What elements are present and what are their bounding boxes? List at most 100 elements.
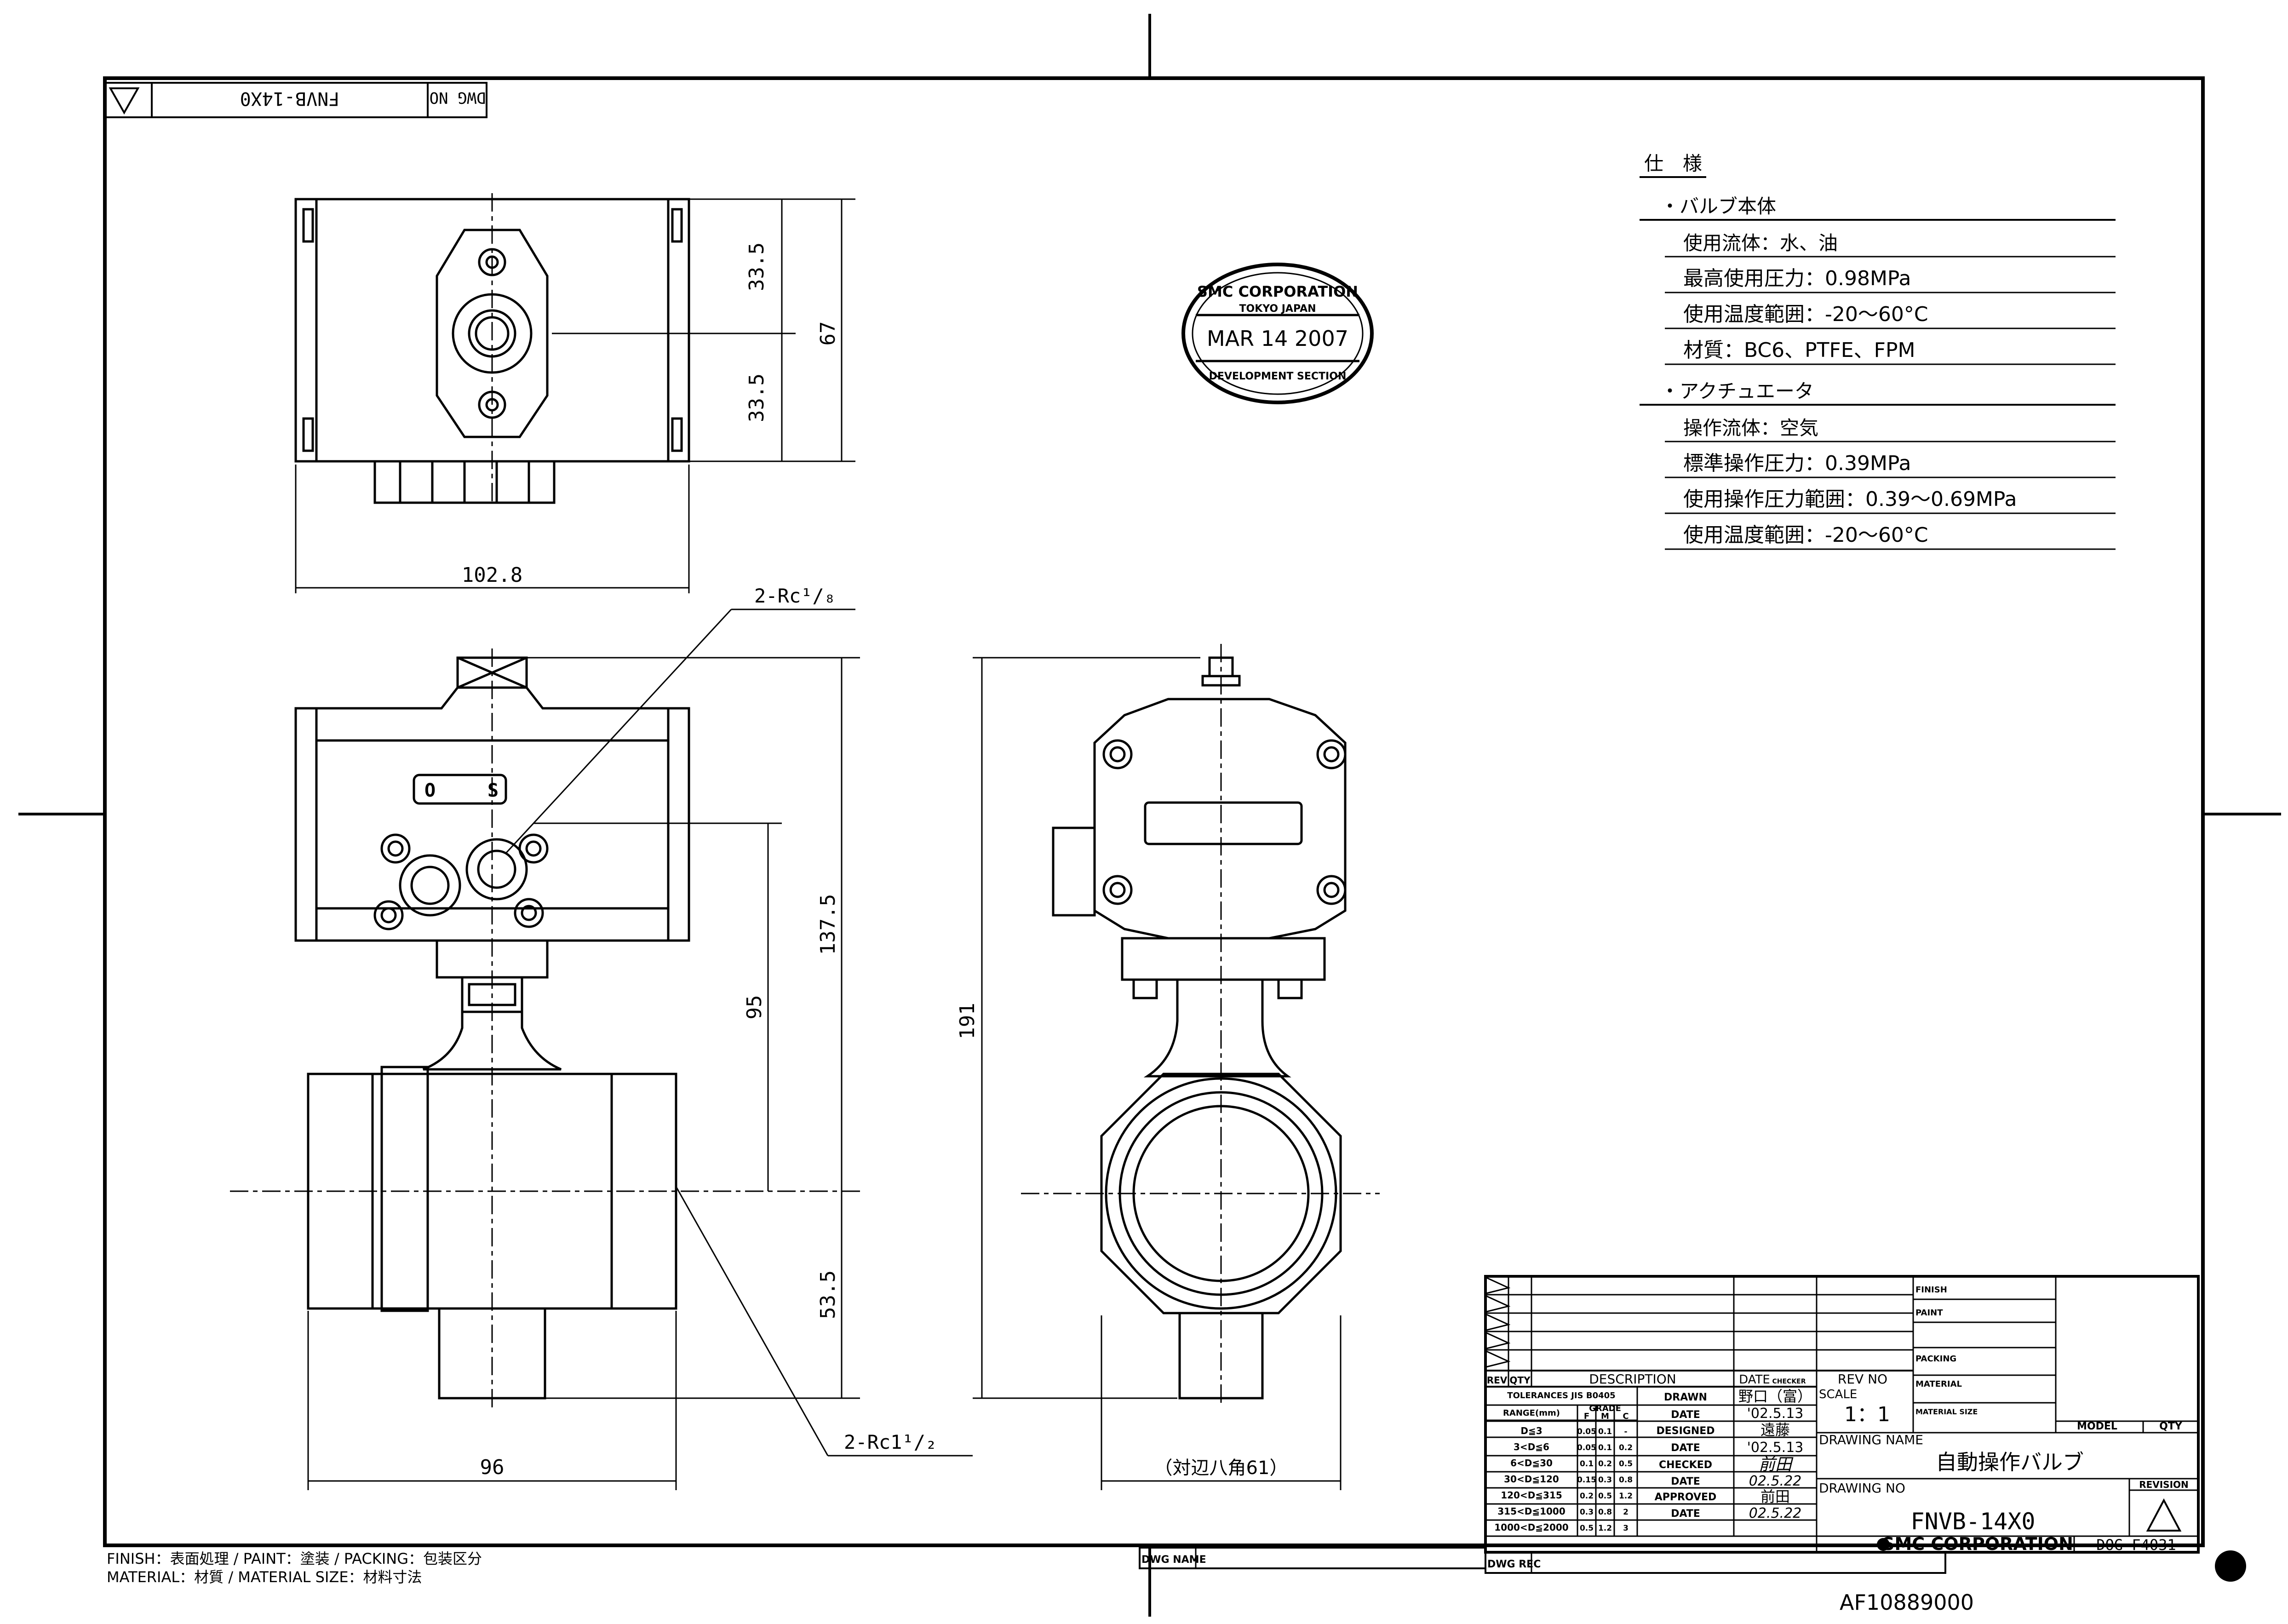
tb-rev: REV <box>1487 1375 1508 1386</box>
tb-grade-col: M <box>1601 1412 1609 1421</box>
tb-paint: PAINT <box>1915 1308 1943 1318</box>
dim-side-hex: （対辺八角61） <box>1154 1458 1288 1479</box>
tol-cell-range: 6<D≦30 <box>1510 1458 1553 1469</box>
tol-cell-c: 0.2 <box>1619 1443 1633 1452</box>
revision-triangle-icon <box>2146 1498 2182 1532</box>
notes-line-1: FINISH：表面処理 / PAINT：塗装 / PACKING：包装区分 <box>107 1550 482 1567</box>
dim-top-height: 67 <box>816 321 840 346</box>
tb-approved-date: 02.5.22 <box>1749 1505 1802 1521</box>
registration-dot-icon <box>2215 1550 2246 1582</box>
tol-cell-f: 0.1 <box>1580 1459 1594 1469</box>
title-block: FINISH PAINT PACKING MATERIAL MATERIAL S… <box>1484 1275 2200 1554</box>
spec-valve-item: 材質：BC6、PTFE、FPM <box>1683 339 1915 362</box>
tol-cell-c: 3 <box>1623 1524 1629 1533</box>
tol-cell-f: 0.5 <box>1580 1524 1594 1533</box>
spec-actuator-header: ・アクチュエータ <box>1660 380 1814 402</box>
footer-code: AF10889000 <box>1840 1590 1974 1615</box>
tol-cell-c: 0.5 <box>1619 1459 1633 1469</box>
tol-cell-c: 2 <box>1623 1508 1629 1517</box>
dwg-no-value: FNVB-14X0 <box>240 88 340 109</box>
stamp-section: DEVELOPMENT SECTION <box>1209 371 1347 382</box>
tol-cell-m: 1.2 <box>1598 1524 1612 1533</box>
tb-approved: APPROVED <box>1655 1492 1717 1503</box>
tb-drawing-no-label: DRAWING NO <box>1819 1481 1905 1496</box>
tb-tolerances: TOLERANCES JIS B0405 <box>1507 1391 1615 1400</box>
spec-block: 仕 様 ・バルブ本体 使用流体：水、油 最高使用圧力：0.98MPa 使用温度範… <box>1640 152 2116 550</box>
smc-logo-icon <box>1877 1538 1890 1551</box>
tol-cell-range: 315<D≦1000 <box>1497 1506 1565 1517</box>
tb-drawing-name: 自動操作バルブ <box>1936 1450 2084 1475</box>
tol-cell-m: 0.5 <box>1598 1492 1612 1501</box>
tb-designed: DESIGNED <box>1656 1425 1715 1437</box>
tb-qty: QTY <box>2159 1421 2183 1432</box>
shut-label: S <box>487 780 499 801</box>
tol-cell-m: 0.1 <box>1598 1427 1612 1436</box>
tol-cell-range: D≦3 <box>1520 1425 1542 1436</box>
tol-cell-range: 3<D≦6 <box>1514 1441 1549 1452</box>
tol-cell-c: - <box>1624 1427 1627 1436</box>
tb-drawn-date: '02.5.13 <box>1747 1406 1804 1422</box>
tol-cell-range: 1000<D≦2000 <box>1494 1522 1568 1533</box>
tol-cell-c: 0.8 <box>1619 1475 1633 1485</box>
dwg-no-box: FNVB-14X0 DWG NO <box>104 82 487 118</box>
dim-front-height: 137.5 <box>816 894 840 955</box>
spec-actuator-item: 操作流体：空気 <box>1683 417 1818 439</box>
triangle-icon <box>109 87 140 115</box>
tb-designed-date: '02.5.13 <box>1747 1440 1804 1456</box>
tb-date-label: DATE <box>1671 1409 1700 1421</box>
dim-side-height: 191 <box>956 1003 979 1039</box>
open-label: O <box>424 780 436 801</box>
tol-cell-m: 0.3 <box>1598 1475 1612 1485</box>
port-label-top: 2-Rc¹/₈ <box>754 585 836 607</box>
stamp-company: SMC CORPORATION <box>1197 283 1358 300</box>
dim-front-width: 96 <box>480 1456 505 1479</box>
tb-company: SMC CORPORATION <box>1882 1534 2073 1554</box>
tb-drawn: DRAWN <box>1664 1392 1707 1403</box>
tb-date-label: DATE <box>1671 1476 1700 1487</box>
stamp-location: TOKYO JAPAN <box>1239 303 1316 315</box>
tb-range: RANGE(mm) <box>1503 1408 1560 1418</box>
port-label-main: 2-Rc1¹/₂ <box>844 1431 937 1453</box>
tol-cell-f: 0.05 <box>1577 1427 1596 1436</box>
tb-grade: GRADE <box>1589 1404 1621 1413</box>
spec-valve-item: 使用温度範囲：-20～60°C <box>1683 303 1928 326</box>
tol-cell-m: 0.1 <box>1598 1443 1612 1452</box>
bottom-strip: DWG NAME DWG REC <box>1139 1547 1946 1574</box>
dwg-no-label: DWG NO <box>430 88 486 107</box>
tb-designed-by: 遠藤 <box>1760 1421 1790 1439</box>
dwg-rec-label: DWG REC <box>1487 1559 1541 1570</box>
tol-cell-range: 30<D≦120 <box>1504 1474 1559 1485</box>
tb-scale: 1：1 <box>1844 1403 1890 1426</box>
tb-checker: CHECKER <box>1772 1378 1806 1385</box>
tb-rev-no: REV NO <box>1838 1372 1887 1387</box>
spec-title: 仕 様 <box>1644 152 1702 175</box>
tb-grade-col: F <box>1584 1412 1589 1421</box>
dim-top-width: 102.8 <box>462 563 522 587</box>
tb-date-label: DATE <box>1671 1508 1700 1520</box>
tb-model: MODEL <box>2077 1421 2117 1432</box>
tb-approved-by: 前田 <box>1760 1488 1790 1505</box>
tb-drawing-no: FNVB-14X0 <box>1911 1508 2036 1535</box>
dwg-name-label: DWG NAME <box>1141 1554 1206 1566</box>
tol-cell-f: 0.2 <box>1580 1492 1594 1501</box>
tb-checked-date: 02.5.22 <box>1749 1473 1802 1489</box>
dim-front-center: 95 <box>743 995 766 1020</box>
tol-cell-f: 0.05 <box>1577 1443 1596 1452</box>
tol-cell-m: 0.2 <box>1598 1459 1612 1469</box>
tb-material-size: MATERIAL SIZE <box>1915 1407 1978 1416</box>
side-view <box>1052 656 1347 1400</box>
stamp-date: MAR 14 2007 <box>1207 326 1348 351</box>
tol-cell-f: 0.3 <box>1580 1508 1594 1517</box>
spec-actuator-item: 使用操作圧力範囲：0.39～0.69MPa <box>1683 488 2017 511</box>
tb-finish: FINISH <box>1915 1285 1947 1295</box>
tb-date-label: DATE <box>1671 1442 1700 1454</box>
spec-valve-header: ・バルブ本体 <box>1660 195 1776 218</box>
notes-line-2: MATERIAL：材質 / MATERIAL SIZE：材料寸法 <box>107 1568 422 1586</box>
spec-valve-item: 使用流体：水、油 <box>1683 232 1838 254</box>
tol-cell-c: 1.2 <box>1619 1492 1633 1501</box>
tb-date-col: DATE <box>1739 1373 1770 1387</box>
spec-actuator-item: 標準操作圧力：0.39MPa <box>1683 452 1911 475</box>
dim-top-upper: 33.5 <box>745 242 768 291</box>
